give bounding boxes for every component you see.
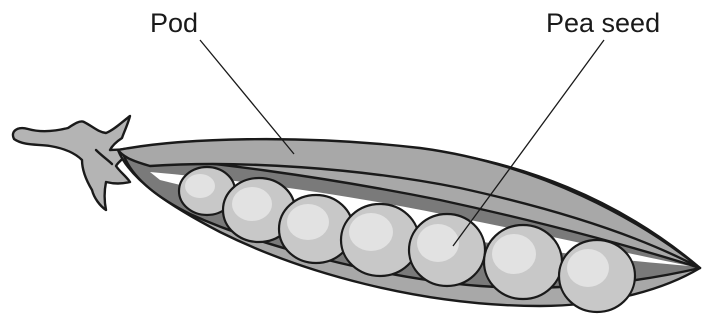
label-pod: Pod xyxy=(150,8,198,38)
pea xyxy=(409,214,485,286)
pea xyxy=(559,240,635,312)
pea xyxy=(341,204,419,276)
label-pea-seed: Pea seed xyxy=(546,8,660,38)
pea xyxy=(484,225,562,299)
leader-line-pod xyxy=(200,40,294,154)
pod-stem xyxy=(13,116,130,210)
